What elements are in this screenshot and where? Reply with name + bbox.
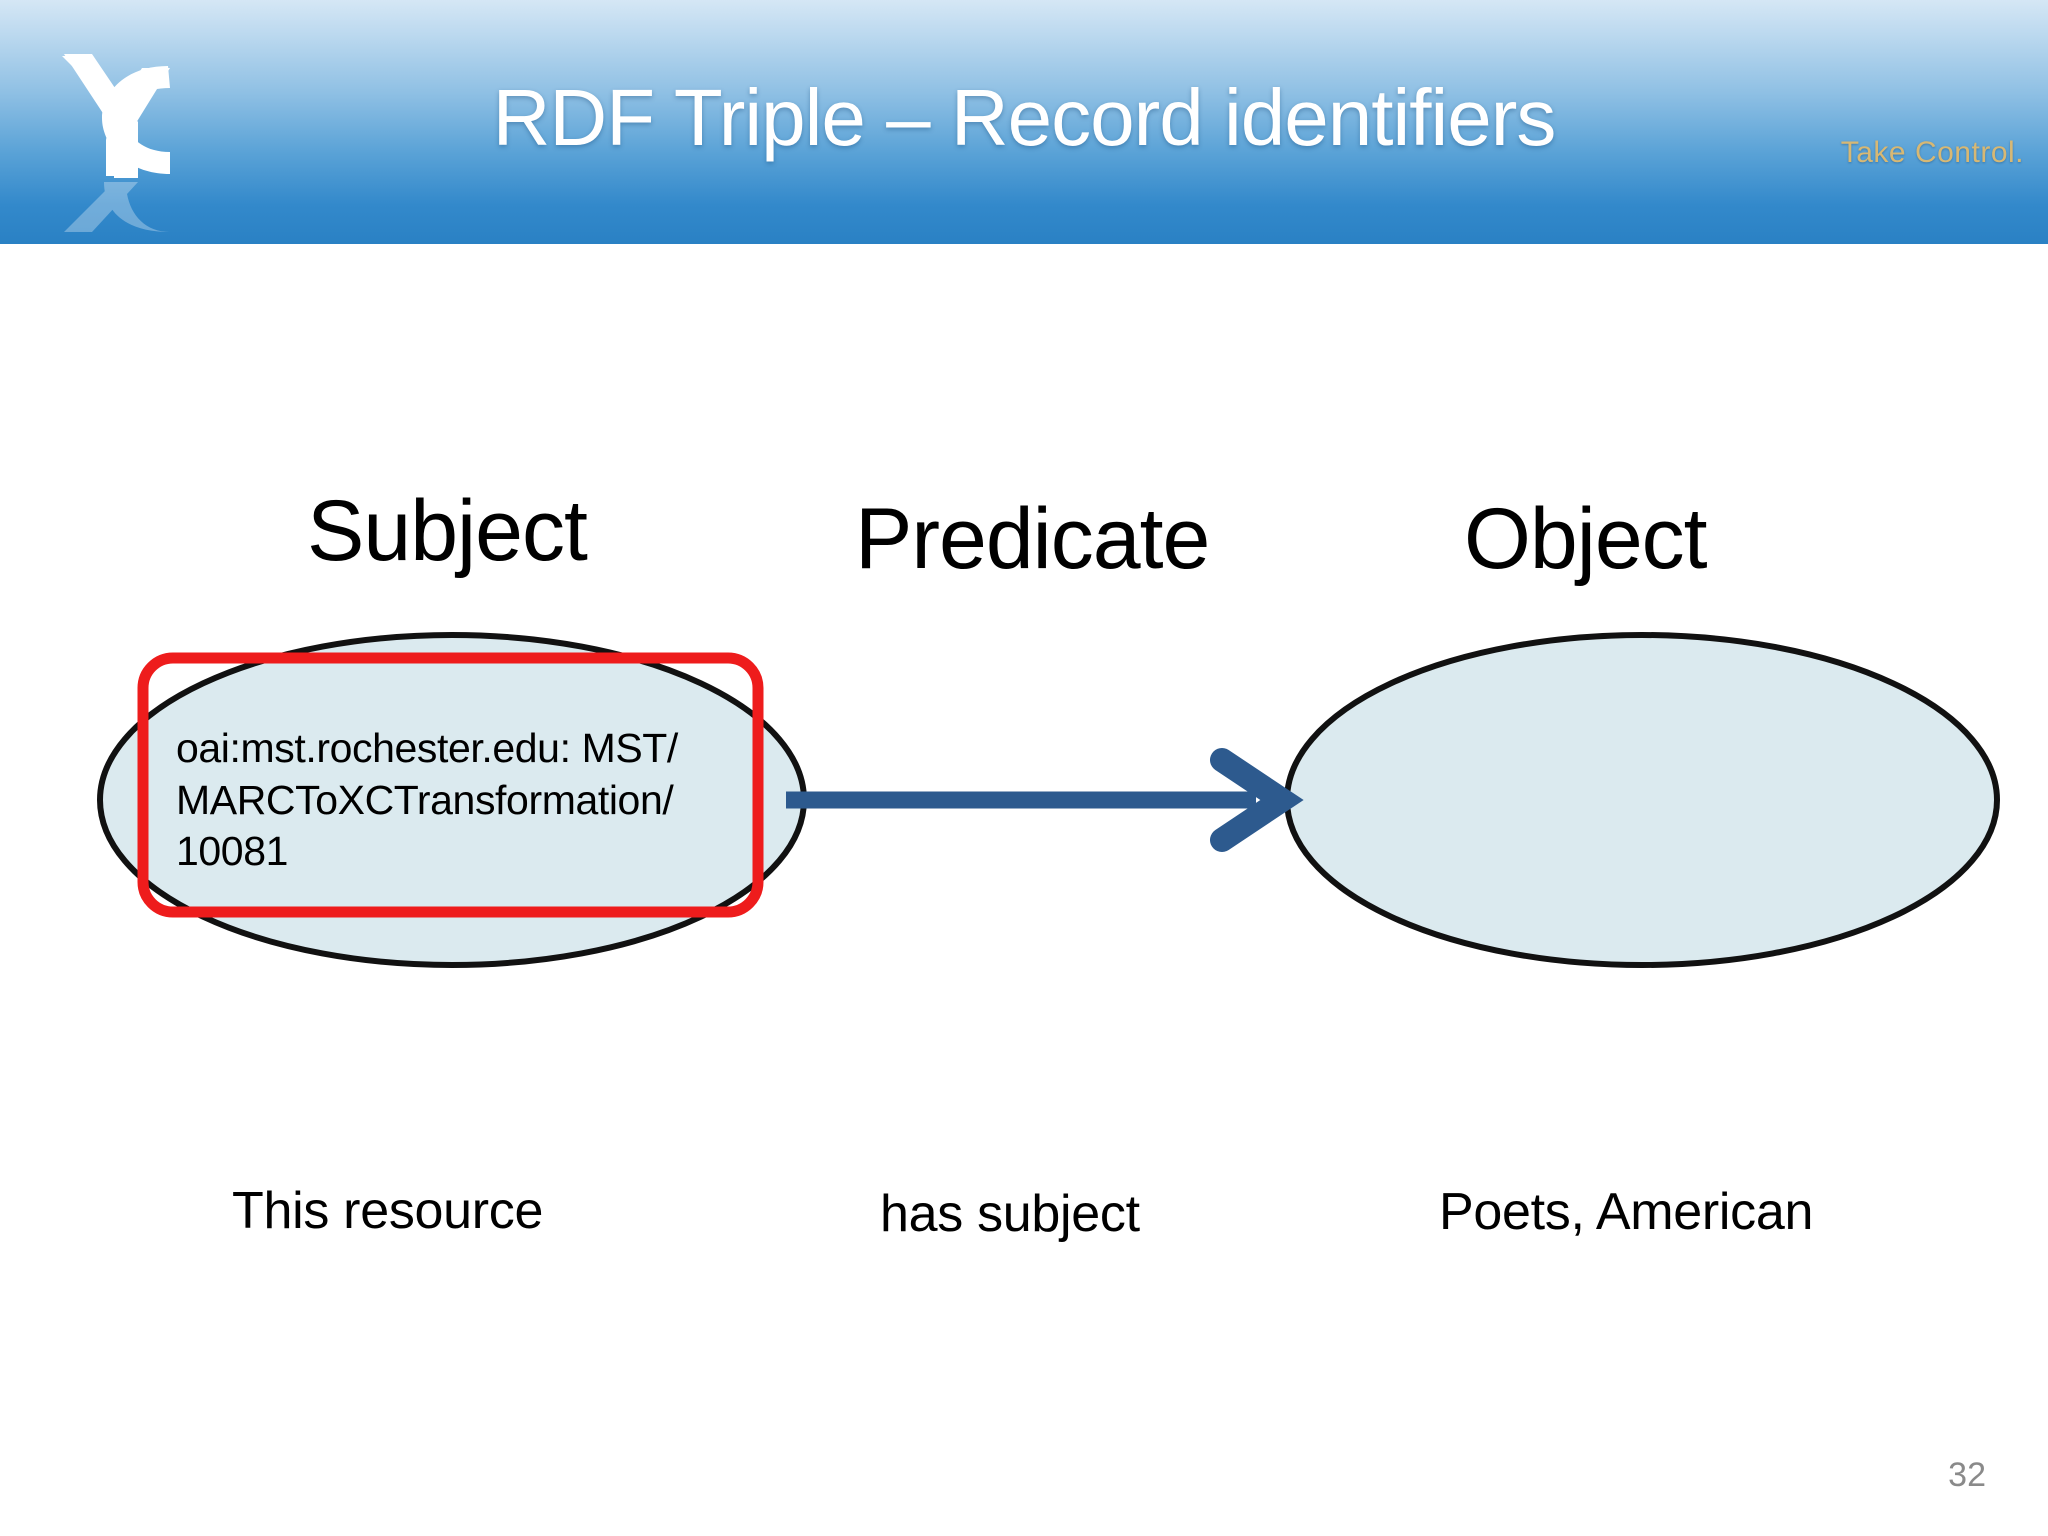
caption-predicate: has subject bbox=[880, 1185, 1140, 1243]
brand-tagline: Take Control. bbox=[1840, 136, 2024, 169]
subject-node-label: oai:mst.rochester.edu: MST/ MARCToXCTran… bbox=[176, 725, 678, 875]
slide-header-band bbox=[0, 0, 2048, 244]
object-ellipse[interactable] bbox=[1284, 632, 2000, 968]
predicate-arrowhead-icon bbox=[1210, 748, 1304, 852]
page-number: 32 bbox=[1948, 1456, 1986, 1494]
caption-subject: This resource bbox=[232, 1182, 544, 1240]
xc-monogram-logo bbox=[62, 54, 170, 178]
heading-object: Object bbox=[1464, 491, 1708, 587]
heading-subject: Subject bbox=[307, 483, 588, 579]
caption-object: Poets, American bbox=[1439, 1183, 1814, 1241]
page-title: RDF Triple – Record identifiers bbox=[492, 73, 1557, 162]
heading-predicate: Predicate bbox=[855, 491, 1210, 587]
